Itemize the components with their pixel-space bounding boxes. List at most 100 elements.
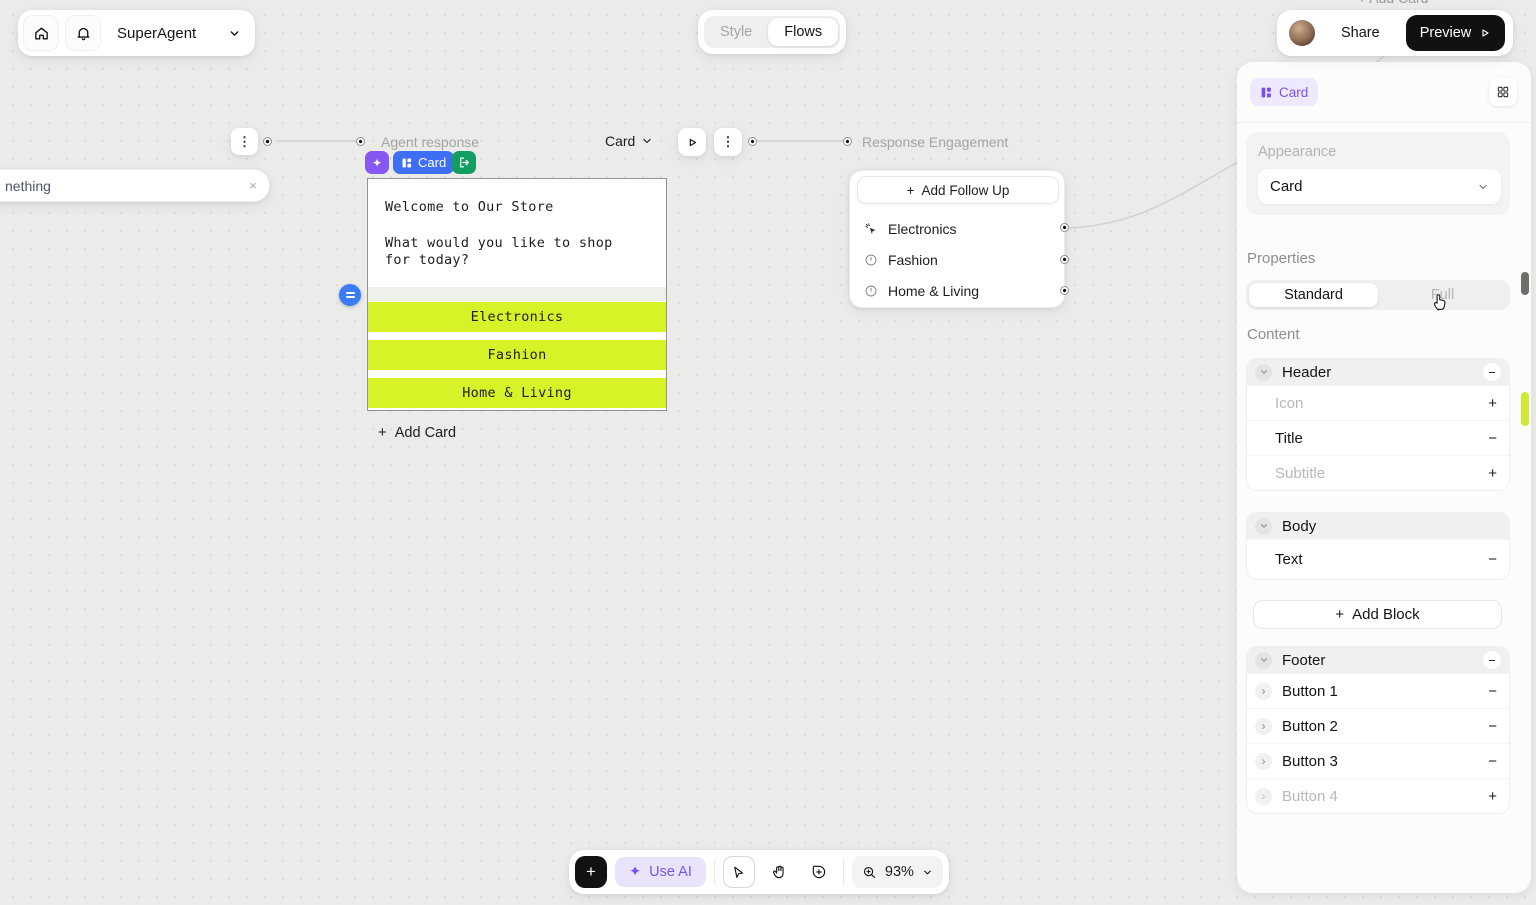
card-preview[interactable]: Welcome to Our Store What would you like…: [367, 178, 667, 411]
node-menu-button[interactable]: ⋮: [231, 128, 258, 155]
plus-icon: +: [378, 424, 387, 441]
engagement-item-electronics[interactable]: Electronics: [864, 219, 956, 239]
engagement-node-title[interactable]: Response Engagement: [862, 134, 1009, 150]
card-button-home-living[interactable]: Home & Living: [368, 378, 666, 408]
add-icon[interactable]: +: [1488, 787, 1497, 805]
drag-handle[interactable]: [339, 284, 361, 306]
add-card-button[interactable]: + Add Card: [378, 424, 456, 441]
row-button-2[interactable]: › Button 2 −: [1247, 708, 1509, 743]
selected-block-label: Card: [1279, 84, 1309, 100]
scrollbar-thumb[interactable]: [1521, 272, 1529, 295]
flow-text-input[interactable]: nething ×: [0, 169, 270, 202]
chevron-down-icon: [643, 138, 651, 144]
toolbar-divider: [713, 860, 715, 884]
zoom-in-icon: [863, 866, 875, 878]
remove-icon[interactable]: −: [1483, 651, 1501, 669]
chevron-down-icon: [1255, 363, 1272, 381]
comment-tool-button[interactable]: [803, 856, 835, 888]
row-button-1[interactable]: › Button 1 −: [1247, 673, 1509, 708]
mode-standard[interactable]: Standard: [1249, 283, 1378, 307]
engagement-item-fashion[interactable]: Fashion: [864, 250, 938, 270]
engagement-out-dot-2[interactable]: [1060, 255, 1069, 264]
card-badge[interactable]: Card: [393, 151, 455, 174]
kebab-icon: ⋮: [238, 133, 251, 149]
properties-label: Properties: [1247, 250, 1316, 267]
zoom-level-value: 93%: [884, 864, 914, 880]
play-icon: [689, 138, 696, 146]
header-group-header[interactable]: Header −: [1247, 359, 1509, 385]
agent-node-out-dot[interactable]: [748, 137, 757, 146]
pan-tool-button[interactable]: [763, 856, 795, 888]
engagement-node-in-dot[interactable]: [843, 137, 852, 146]
card-layout-icon: [402, 158, 412, 167]
remove-icon[interactable]: −: [1488, 551, 1497, 568]
mode-full[interactable]: Full: [1378, 287, 1507, 311]
add-icon[interactable]: +: [1488, 394, 1497, 412]
card-layout-icon: [1261, 87, 1271, 97]
remove-icon[interactable]: −: [1488, 717, 1497, 735]
connector-out-dot[interactable]: [263, 137, 272, 146]
exit-badge[interactable]: [452, 151, 476, 174]
card-type-selector[interactable]: Card: [605, 133, 653, 149]
row-subtitle[interactable]: Subtitle +: [1247, 455, 1509, 490]
use-ai-label: Use AI: [649, 864, 692, 880]
canvas-toolbar: + ✦ Use AI 93%: [569, 850, 949, 894]
run-node-button[interactable]: [678, 128, 706, 156]
row-title[interactable]: Title −: [1247, 420, 1509, 455]
toolbar-divider: [842, 860, 844, 884]
add-block-button[interactable]: + Add Block: [1253, 600, 1502, 629]
use-ai-button[interactable]: ✦ Use AI: [615, 857, 706, 887]
remove-icon[interactable]: −: [1488, 682, 1497, 700]
clipped-add-card-label: + Add Card: [1358, 0, 1428, 6]
row-label: Button 2: [1282, 717, 1338, 735]
footer-group-header[interactable]: Footer −: [1247, 647, 1509, 673]
row-label: Button 1: [1282, 682, 1338, 700]
remove-icon[interactable]: −: [1488, 752, 1497, 770]
remove-icon[interactable]: −: [1488, 429, 1497, 447]
tab-flows[interactable]: Flows: [768, 18, 839, 46]
remove-icon[interactable]: −: [1483, 363, 1501, 381]
add-icon[interactable]: +: [1488, 464, 1497, 482]
selected-block-chip[interactable]: Card: [1250, 78, 1319, 106]
card-preview-title: Welcome to Our Store: [385, 199, 554, 215]
notifications-button[interactable]: [65, 15, 101, 51]
avatar[interactable]: [1289, 20, 1315, 46]
home-button[interactable]: [23, 15, 59, 51]
comment-plus-icon: [812, 865, 826, 879]
chevron-right-icon: ›: [1255, 682, 1272, 700]
agent-node-title[interactable]: Agent response: [381, 134, 480, 150]
chevron-down-icon[interactable]: [228, 27, 241, 40]
share-button[interactable]: Share: [1341, 25, 1380, 41]
row-button-4[interactable]: › Button 4 +: [1247, 778, 1509, 813]
engagement-out-dot-3[interactable]: [1060, 286, 1069, 295]
add-follow-up-button[interactable]: + Add Follow Up: [857, 176, 1059, 204]
tab-style[interactable]: Style: [720, 24, 753, 40]
zoom-control[interactable]: 93%: [851, 856, 943, 888]
workspace-name[interactable]: SuperAgent: [117, 24, 197, 42]
appearance-label: Appearance: [1258, 144, 1337, 160]
plus-icon: +: [586, 862, 596, 881]
sparkle-icon: ✦: [629, 864, 642, 880]
engagement-item-home-living[interactable]: Home & Living: [864, 281, 979, 301]
card-button-fashion[interactable]: Fashion: [368, 340, 666, 370]
sparkle-icon: ✦: [371, 155, 383, 170]
chevron-down-icon: [1479, 184, 1487, 189]
select-tool-button[interactable]: [722, 856, 755, 888]
card-badge-label: Card: [418, 155, 447, 170]
row-button-3[interactable]: › Button 3 −: [1247, 743, 1509, 778]
preview-button[interactable]: Preview: [1405, 15, 1506, 51]
footer-group: Footer − › Button 1 − › Button 2 − › But…: [1246, 646, 1510, 814]
card-button-electronics[interactable]: Electronics: [368, 302, 666, 332]
body-group-header[interactable]: Body: [1247, 513, 1509, 539]
add-node-button[interactable]: +: [575, 856, 607, 888]
row-icon[interactable]: Icon +: [1247, 385, 1509, 420]
layout-grid-button[interactable]: [1489, 78, 1517, 106]
engagement-out-dot-1[interactable]: [1060, 223, 1069, 232]
agent-node-menu-button[interactable]: ⋮: [714, 128, 742, 156]
close-icon[interactable]: ×: [249, 178, 257, 193]
appearance-dropdown[interactable]: Card: [1258, 169, 1501, 204]
agent-node-in-dot[interactable]: [356, 137, 365, 146]
header-group: Header − Icon + Title − Subtitle +: [1246, 358, 1510, 491]
ai-badge[interactable]: ✦: [365, 151, 389, 174]
row-text[interactable]: Text −: [1247, 539, 1509, 579]
